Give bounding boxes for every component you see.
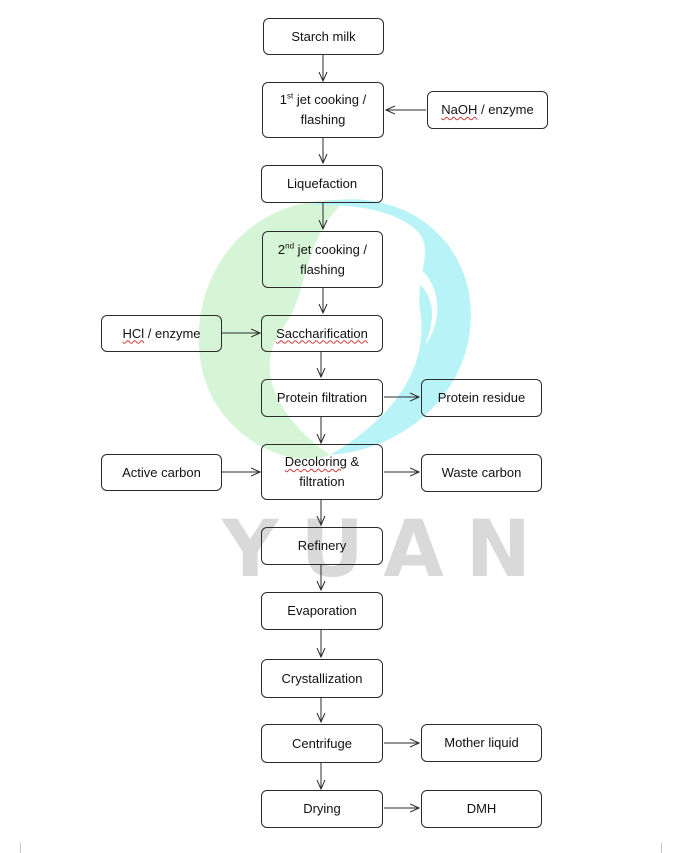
node-active-carbon: Active carbon	[101, 454, 222, 491]
node-liquefaction: Liquefaction	[261, 165, 383, 203]
node-jet2-number: 2	[277, 241, 286, 257]
node-active-carbon-label: Active carbon	[122, 464, 201, 480]
node-jet-cooking-1: 1st jet cooking / flashing	[262, 82, 384, 138]
node-hcl-enzyme-label: / enzyme	[144, 325, 201, 341]
node-protein-residue: Protein residue	[421, 379, 542, 417]
node-dmh-label: DMH	[466, 801, 497, 816]
node-decoloring-filtration: Decoloring & filtration	[261, 444, 383, 500]
logo-green-swirl	[198, 199, 345, 459]
node-waste-carbon: Waste carbon	[421, 454, 542, 492]
node-mother-liquid: Mother liquid	[421, 724, 542, 762]
node-jet-cooking-2: 2nd jet cooking / flashing	[262, 231, 383, 288]
node-decoloring-label: Decoloring	[284, 454, 347, 469]
node-jet1-ordinal: st	[287, 91, 294, 101]
node-centrifuge: Centrifuge	[261, 724, 383, 763]
node-evaporation: Evaporation	[261, 592, 383, 630]
node-jet1-label: jet cooking /	[293, 92, 367, 107]
node-waste-carbon-label: Waste carbon	[441, 465, 522, 480]
node-saccharification-label: Saccharification	[276, 325, 368, 341]
page-corner-mark-right	[661, 843, 672, 853]
node-refinery: Refinery	[261, 527, 383, 565]
node-naoh-chemical: NaOH	[441, 102, 478, 117]
node-decoloring-amp: &	[346, 454, 360, 469]
node-drying: Drying	[261, 790, 383, 828]
node-mother-liquid-label: Mother liquid	[444, 735, 519, 750]
page-corner-mark-left	[10, 843, 21, 853]
node-crystallization-label: Crystallization	[281, 670, 363, 686]
node-centrifuge-label: Centrifuge	[292, 735, 352, 751]
node-protein-filtration: Protein filtration	[261, 379, 383, 417]
node-decoloring-label-2: filtration	[299, 474, 345, 489]
node-crystallization: Crystallization	[261, 659, 383, 698]
node-hcl-enzyme: HCl / enzyme	[101, 315, 222, 352]
node-jet2-label: jet cooking /	[294, 241, 368, 257]
logo-white-curl	[405, 265, 438, 345]
node-liquefaction-label: Liquefaction	[286, 176, 358, 191]
node-naoh-enzyme: NaOH / enzyme	[427, 91, 548, 129]
node-starch-milk: Starch milk	[263, 18, 384, 55]
node-refinery-label: Refinery	[297, 538, 347, 553]
watermark-text: YUAN	[222, 505, 554, 595]
node-jet1-label-2: flashing	[300, 112, 346, 127]
node-saccharification: Saccharification	[261, 315, 383, 352]
node-drying-label: Drying	[303, 801, 341, 816]
node-starch-milk-label: Starch milk	[291, 28, 356, 44]
node-hcl-chemical: HCl	[122, 325, 145, 341]
node-naoh-enzyme-label: / enzyme	[477, 102, 534, 117]
node-evaporation-label: Evaporation	[287, 603, 357, 618]
logo-cyan-swirl	[310, 199, 471, 455]
node-protein-residue-label: Protein residue	[437, 390, 526, 405]
node-dmh: DMH	[421, 790, 542, 828]
node-jet2-ordinal: nd	[285, 241, 295, 251]
node-jet2-label-2: flashing	[300, 261, 345, 277]
node-jet1-number: 1	[279, 92, 287, 107]
node-protein-filtration-label: Protein filtration	[276, 390, 368, 405]
